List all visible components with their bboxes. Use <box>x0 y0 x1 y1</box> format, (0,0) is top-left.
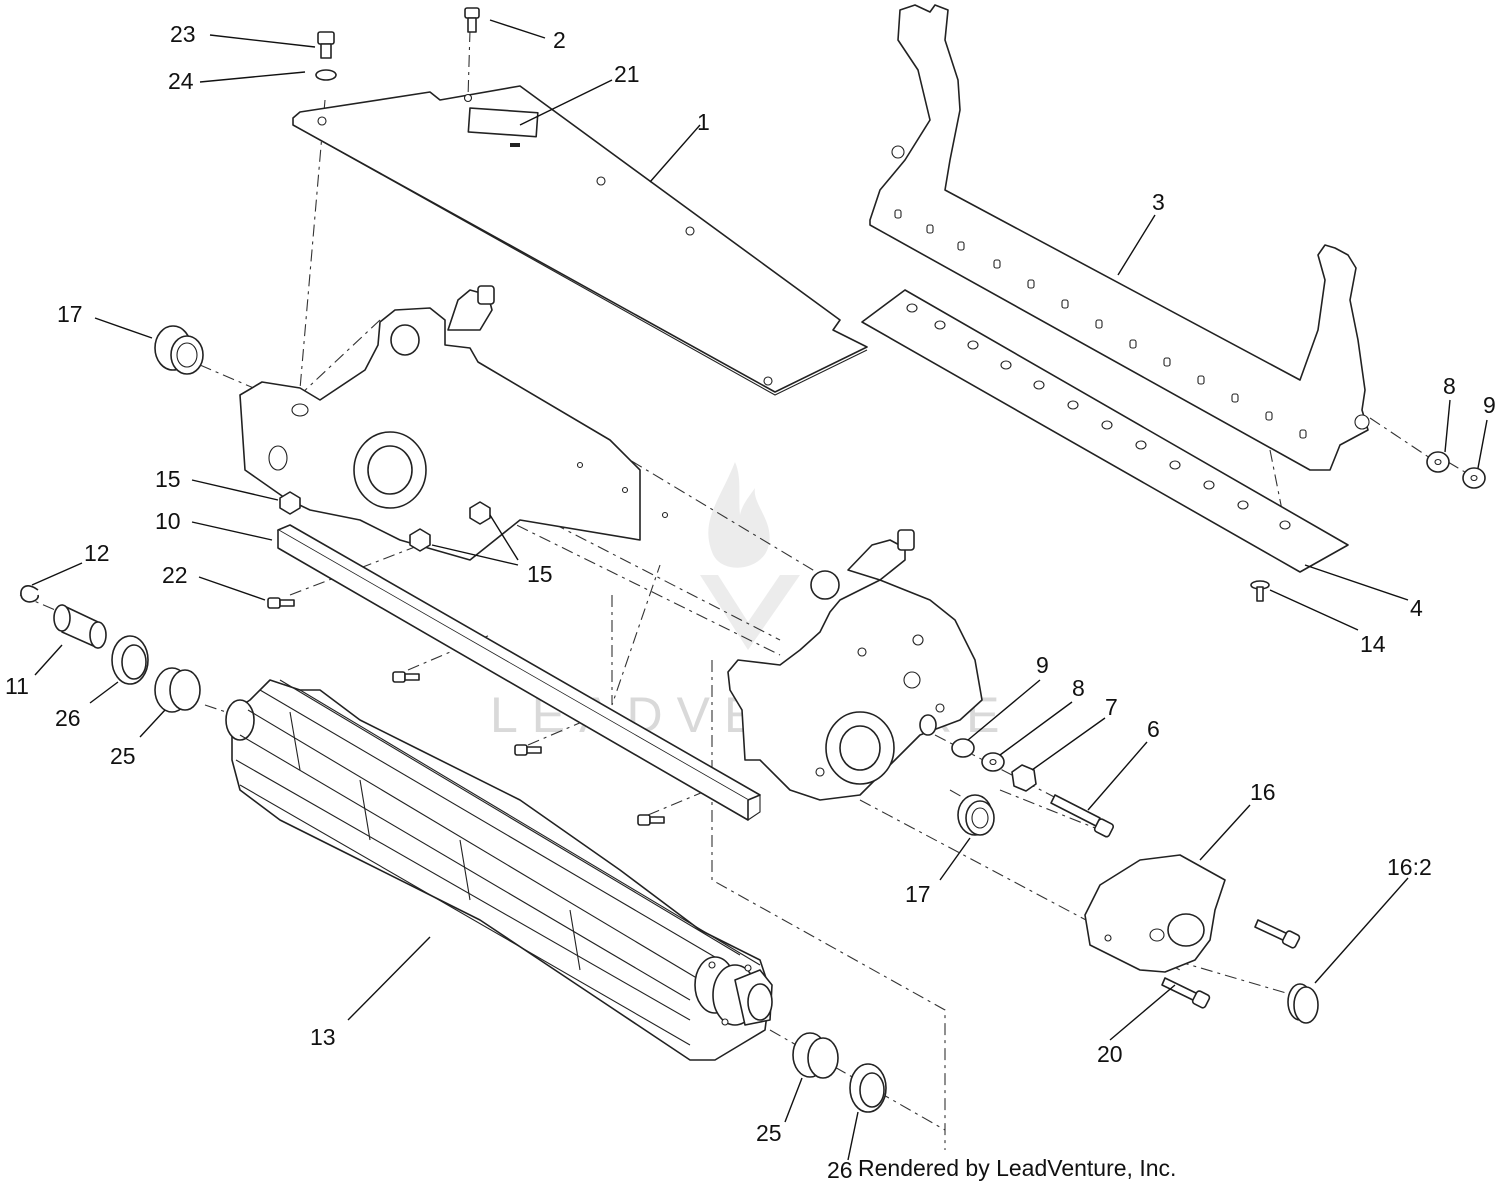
part-25-bearing-left <box>154 667 201 713</box>
part-16-2-plug <box>1287 983 1319 1024</box>
callouts: 23 24 2 21 1 3 17 15 10 15 22 12 11 26 2… <box>5 21 1496 1183</box>
callout-16: 16 <box>1250 779 1276 805</box>
part-17-bushing-left <box>154 325 204 375</box>
callout-25-left: 25 <box>110 743 136 769</box>
callout-8-upper: 8 <box>1443 373 1456 399</box>
callout-24: 24 <box>168 68 194 94</box>
part-12-retaining-ring <box>20 585 39 603</box>
part-13-reel <box>225 679 773 1061</box>
callout-16-2: 16:2 <box>1387 854 1432 880</box>
callout-26-right: 26 <box>827 1157 853 1183</box>
callout-12: 12 <box>84 540 110 566</box>
side-plate-right <box>727 529 983 801</box>
callout-7: 7 <box>1105 694 1118 720</box>
part-6-bolt <box>1050 794 1115 838</box>
part-4-bedknife <box>861 289 1349 573</box>
callout-13: 13 <box>310 1024 336 1050</box>
callout-1: 1 <box>697 109 710 135</box>
callout-6: 6 <box>1147 716 1160 742</box>
rendered-by-credit: Rendered by LeadVenture, Inc. <box>858 1155 1176 1181</box>
part-14-screw <box>1250 580 1270 602</box>
flame-v-logo-icon <box>700 462 800 650</box>
part-3-holes <box>894 209 1307 439</box>
callout-8-right: 8 <box>1072 675 1085 701</box>
part-20-bolt <box>1161 977 1211 1009</box>
part-11-sleeve <box>53 604 107 649</box>
callout-14: 14 <box>1360 631 1386 657</box>
callout-23: 23 <box>170 21 196 47</box>
callout-4: 4 <box>1410 595 1423 621</box>
part-16-screw <box>1254 919 1301 949</box>
part-26-seal-left <box>111 635 149 685</box>
callout-9-right: 9 <box>1036 652 1049 678</box>
part-7-nut <box>1011 764 1037 792</box>
part-22-bolts <box>267 597 665 826</box>
part-17-bushing-right <box>957 794 995 836</box>
callout-17-right: 17 <box>905 881 931 907</box>
part-1-shield-plate <box>292 85 868 396</box>
part-15-nuts <box>279 491 491 552</box>
callout-25-right: 25 <box>756 1120 782 1146</box>
part-4-holes <box>906 303 1291 530</box>
part-10-bedbar <box>277 524 761 821</box>
part-16-cover <box>1084 854 1226 973</box>
part-2-bolt <box>464 7 480 33</box>
part-23-bolt <box>317 31 335 59</box>
part-26-seal-right <box>849 1063 887 1113</box>
callout-2: 2 <box>553 27 566 53</box>
callout-9-upper: 9 <box>1483 392 1496 418</box>
part-24-washer <box>315 69 337 81</box>
side-plate-left <box>239 285 669 561</box>
callout-15-left: 15 <box>155 466 181 492</box>
callout-20: 20 <box>1097 1041 1123 1067</box>
part-25-bearing-right <box>792 1032 839 1079</box>
part-9-washer-right <box>951 738 975 758</box>
callout-10: 10 <box>155 508 181 534</box>
callout-21: 21 <box>614 61 640 87</box>
callout-17-left: 17 <box>57 301 83 327</box>
callout-26-left: 26 <box>55 705 81 731</box>
callout-22: 22 <box>162 562 188 588</box>
callout-11: 11 <box>5 673 29 699</box>
callout-3: 3 <box>1152 189 1165 215</box>
part-3-bar <box>869 4 1370 471</box>
leader-lines <box>31 19 1488 1161</box>
callout-15-center: 15 <box>527 561 553 587</box>
